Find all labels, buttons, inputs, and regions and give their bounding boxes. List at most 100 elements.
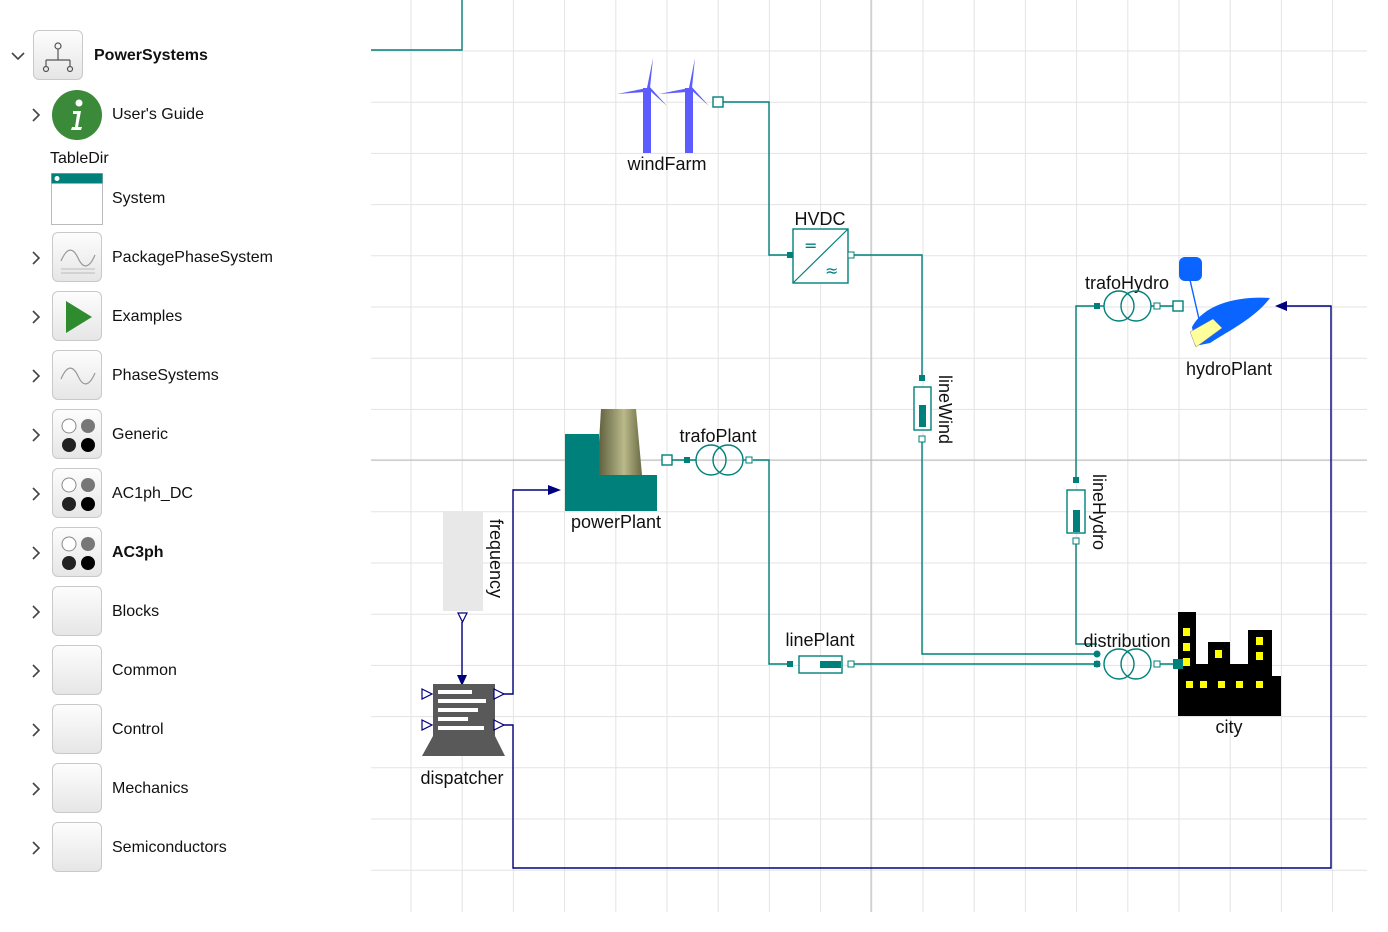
chevron-right-icon[interactable] [27,839,45,857]
tree-item-semiconductors[interactable]: Semiconductors [0,822,370,874]
hydroplant-component[interactable]: hydroPlant [1179,257,1272,379]
blank-package-icon [52,763,102,813]
linehydro-component[interactable]: lineHydro [1066,474,1109,550]
linehydro-label: lineHydro [1089,474,1109,550]
lineplant-terminal-a[interactable] [787,661,793,667]
dots-icon [52,527,102,577]
linewind-terminal-b[interactable] [918,435,926,443]
blank-package-icon [52,645,102,695]
hydroplant-pipe [1189,279,1200,320]
tree-item-ac1ph-dc[interactable]: AC1ph_DC [0,468,370,520]
tree-row-powersystems[interactable]: PowerSystems [0,30,370,82]
line-fill [1073,510,1080,532]
tree-item-system[interactable]: System [0,173,370,225]
tree-item-blocks[interactable]: Blocks [0,586,370,638]
connection-linewind-distribution [921,442,1097,655]
trafohydro-label: trafoHydro [1085,273,1169,293]
sine-wave-icon [52,232,102,282]
dots-icon [52,468,102,518]
hydroplant-terminal[interactable] [1172,300,1184,312]
transformer-coil-a [1103,648,1135,680]
lineplant-component[interactable]: linePlant [785,630,855,674]
chevron-right-icon[interactable] [27,721,45,739]
linewind-component[interactable]: lineWind [913,375,955,444]
trafoplant-component[interactable]: trafoPlant [661,426,757,476]
arrowhead-powerplant [548,485,561,495]
windfarm-label: windFarm [626,154,706,174]
tree-item-control[interactable]: Control [0,704,370,756]
chevron-right-icon[interactable] [27,249,45,267]
sine-wave-icon [52,350,102,400]
linewind-terminal-a[interactable] [919,375,925,381]
chevron-right-icon[interactable] [27,308,45,326]
line-fill [820,661,841,668]
trafoplant-terminal-b[interactable] [745,456,753,464]
tree-item-packagephasesystem[interactable]: PackagePhaseSystem [0,232,370,284]
frequency-output-port[interactable] [457,612,468,624]
transformer-coil-a [695,444,727,476]
connection-dispatcher-hydroplant [503,305,1332,869]
chevron-down-icon[interactable] [9,47,27,65]
ac-symbol: ≈ [825,261,838,280]
connection-hvdc-linewind [852,254,923,378]
city-terminal[interactable] [1173,659,1183,669]
linehydro-terminal-b[interactable] [1072,537,1080,545]
chevron-right-icon[interactable] [27,426,45,444]
trafohydro-terminal-a[interactable] [1094,303,1100,309]
chevron-right-icon[interactable] [27,780,45,798]
lineplant-terminal-b[interactable] [847,660,855,668]
linehydro-terminal-a[interactable] [1073,477,1079,483]
powerplant-terminal[interactable] [661,454,673,466]
distribution-terminal-a[interactable] [1094,661,1100,667]
tree-item-examples[interactable]: Examples [0,291,370,343]
tree-item-generic[interactable]: Generic [0,409,370,461]
tree-item-phasesystems[interactable]: PhaseSystems [0,350,370,402]
info-icon [52,90,102,140]
tree-item-common[interactable]: Common [0,645,370,697]
tree-item-users-guide[interactable]: User's Guide [0,89,370,141]
distribution-label: distribution [1083,631,1170,651]
play-icon [52,291,102,341]
powerplant-component[interactable]: powerPlant [565,409,661,532]
windfarm-terminal[interactable] [712,96,724,108]
chevron-right-icon[interactable] [27,485,45,503]
junction-dot [1093,650,1101,658]
hvdc-terminal-b[interactable] [847,251,855,259]
connection-system-frame [371,0,463,51]
dispatcher-keyboard [422,736,505,756]
windfarm-component[interactable]: windFarm [617,58,724,174]
chevron-right-icon[interactable] [27,603,45,621]
trafohydro-terminal-b[interactable] [1153,302,1161,310]
distribution-component[interactable]: distribution [1083,631,1171,680]
trafoplant-terminal-a[interactable] [684,457,690,463]
trafohydro-component[interactable]: trafoHydro [1085,273,1184,322]
dc-symbol: = [804,236,817,255]
dispatcher-output-1[interactable] [493,688,506,700]
frequency-component[interactable]: frequency [443,511,506,624]
chimney-icon [597,409,642,475]
chevron-right-icon[interactable] [27,662,45,680]
hvdc-component[interactable]: HVDC = ≈ [787,209,855,284]
chevron-right-icon[interactable] [27,367,45,385]
dispatcher-input-2[interactable] [421,719,434,731]
arrowhead-hydroplant [1275,301,1287,311]
distribution-terminal-b[interactable] [1153,660,1161,668]
plant-building-base [565,475,657,511]
generator-icon [1189,318,1223,348]
chevron-right-icon[interactable] [27,544,45,562]
tree-item-tabledir[interactable]: TableDir [0,148,370,170]
city-windows [1183,628,1263,688]
dispatcher-input-1[interactable] [421,688,434,700]
city-component[interactable]: city [1173,612,1281,737]
tree-label-examples: Examples [112,308,183,325]
chevron-right-icon[interactable] [27,106,45,124]
dispatcher-component[interactable]: dispatcher [420,684,506,788]
system-window-icon [51,173,103,225]
tree-item-ac3ph[interactable]: AC3ph [0,527,370,579]
dispatcher-output-2[interactable] [493,719,506,731]
tree-item-mechanics[interactable]: Mechanics [0,763,370,815]
tree-label-packagephasesystem: PackagePhaseSystem [112,249,273,266]
connection-windfarm-hvdc [723,101,790,256]
hvdc-terminal-a[interactable] [787,252,793,258]
